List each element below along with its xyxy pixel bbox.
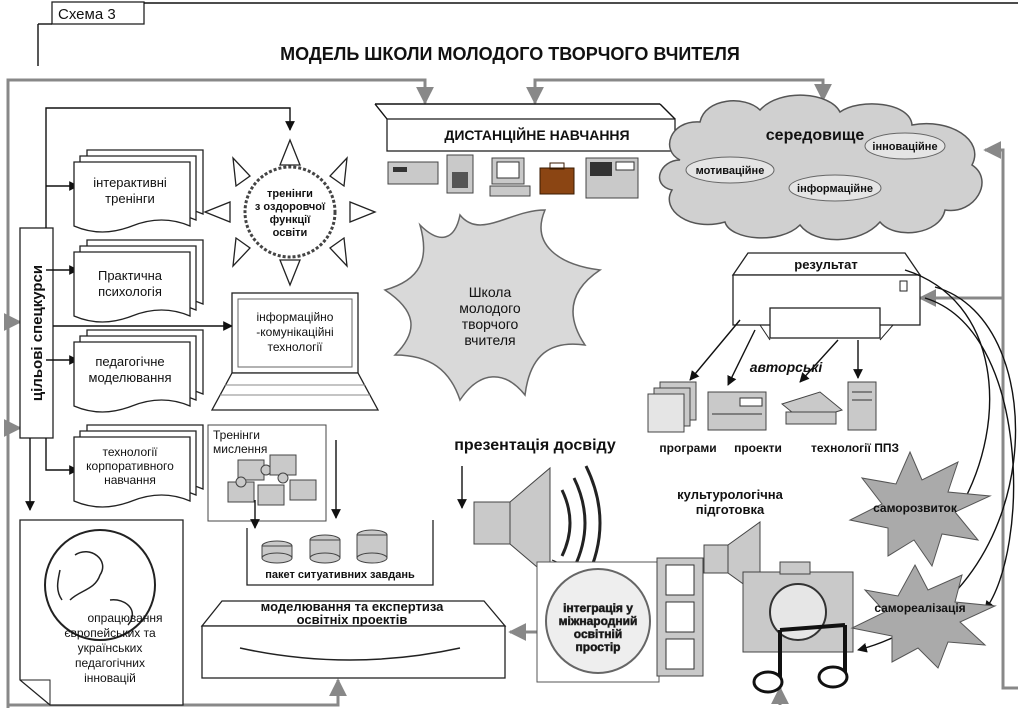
- svg-text:інформаційно: інформаційно: [257, 310, 334, 324]
- svg-text:тренінги: тренінги: [267, 188, 313, 200]
- doc-pedagogical-modeling: педагогічне моделювання: [73, 329, 204, 413]
- situational-tasks-pack: пакет ситуативних завдань: [246, 520, 434, 586]
- svg-text:підготовка: підготовка: [696, 502, 765, 517]
- puzzle-thinking-trainings: Тренінги мислення: [207, 424, 341, 529]
- svg-text:саморозвиток: саморозвиток: [873, 501, 958, 515]
- briefcase-icon: [539, 162, 575, 195]
- telephone-icon: [446, 154, 474, 194]
- doc-interactive-trainings: інтерактивні тренінги: [73, 149, 204, 233]
- svg-text:-комунікаційні: -комунікаційні: [256, 325, 333, 339]
- programs-icon: [647, 381, 697, 433]
- svg-text:інновацій: інновацій: [84, 671, 136, 685]
- svg-text:Тренінги: Тренінги: [213, 428, 260, 442]
- targeted-courses-column: цільові спецкурси: [19, 227, 54, 439]
- self-development-burst: саморозвиток: [848, 450, 992, 568]
- database-icon: [261, 529, 388, 564]
- result-printer: результат: [731, 252, 922, 341]
- laptop-ict: інформаційно -комунікаційні технології: [210, 292, 380, 411]
- svg-text:психологія: психологія: [98, 284, 162, 299]
- svg-text:інтеграція у: інтеграція у: [563, 601, 633, 615]
- svg-text:цільові спецкурси: цільові спецкурси: [29, 265, 46, 401]
- svg-text:інформаційне: інформаційне: [797, 183, 873, 195]
- svg-text:технології: технології: [103, 445, 159, 459]
- svg-text:ДИСТАНЦІЙНЕ НАВЧАННЯ: ДИСТАНЦІЙНЕ НАВЧАННЯ: [444, 126, 629, 143]
- svg-text:опрацювання: опрацювання: [87, 611, 162, 625]
- svg-text:європейських та: європейських та: [64, 626, 156, 640]
- svg-text:культурологічна: культурологічна: [677, 487, 783, 502]
- central-school-star: Школа молодого творчого вчителя: [383, 209, 603, 402]
- svg-text:корпоративного: корпоративного: [86, 459, 174, 473]
- svg-text:навчання: навчання: [104, 473, 156, 487]
- svg-text:технології: технології: [268, 340, 324, 354]
- output-technologies: технології ППЗ: [811, 441, 899, 455]
- svg-text:Схема 3: Схема 3: [58, 6, 116, 23]
- svg-text:педагогічне: педагогічне: [95, 354, 164, 369]
- svg-text:освітніх проектів: освітніх проектів: [297, 612, 408, 627]
- scheme-label: Схема 3: [37, 1, 1018, 66]
- presentation-speaker: презентація досвіду: [454, 437, 616, 581]
- svg-text:функції: функції: [270, 214, 312, 226]
- svg-text:педагогічних: педагогічних: [75, 656, 145, 670]
- svg-text:молодого: молодого: [459, 300, 521, 316]
- svg-text:освітній: освітній: [574, 627, 622, 641]
- svg-text:пакет ситуативних завдань: пакет ситуативних завдань: [265, 569, 415, 581]
- course-connectors: [25, 107, 295, 511]
- music-note-icon: [752, 623, 849, 694]
- computer-icon: [489, 157, 531, 197]
- scanner-icon: [780, 391, 844, 425]
- svg-text:мотиваційне: мотиваційне: [696, 165, 765, 177]
- cultural-training: культурологічна підготовка: [677, 487, 854, 694]
- svg-text:міжнародний: міжнародний: [559, 614, 638, 628]
- modeling-expertise-box: моделювання та експертиза освітніх проек…: [200, 599, 507, 679]
- diagram-title: МОДЕЛЬ ШКОЛИ МОЛОДОГО ТВОРЧОГО ВЧИТЕЛЯ: [280, 44, 740, 64]
- projects-icon: [707, 391, 767, 431]
- integration-globe: інтеграція у міжнародний освітній прості…: [536, 561, 660, 683]
- svg-text:тренінги: тренінги: [105, 191, 155, 206]
- server-icon: [847, 381, 877, 431]
- environment-cloud: середовище мотиваційне інноваційне інфор…: [658, 94, 983, 241]
- svg-text:простір: простір: [576, 640, 621, 654]
- svg-text:освіти: освіти: [273, 227, 308, 239]
- doc-corporate-learning: технології корпоративного навчання: [73, 424, 204, 508]
- puzzle-icon: [227, 454, 317, 506]
- svg-text:інноваційне: інноваційне: [872, 141, 937, 153]
- svg-text:мислення: мислення: [213, 442, 267, 456]
- self-realization-burst: самореалізація: [850, 563, 997, 669]
- svg-text:Школа: Школа: [469, 284, 512, 300]
- globe-innovations-document: опрацювання європейських та українських …: [19, 519, 184, 706]
- svg-text:результат: результат: [794, 257, 857, 272]
- svg-text:з оздоровчої: з оздоровчої: [255, 201, 326, 213]
- output-programs: програми: [659, 441, 716, 455]
- svg-text:Практична: Практична: [98, 268, 163, 283]
- svg-text:моделювання та експертиза: моделювання та експертиза: [261, 599, 445, 614]
- copier-icon: [585, 157, 639, 199]
- doc-practical-psychology: Практична психологія: [73, 239, 204, 323]
- camera-icon: [742, 561, 854, 653]
- author-label: авторські: [750, 359, 824, 375]
- svg-text:середовище: середовище: [766, 127, 865, 144]
- film-strip-icon: [656, 557, 704, 677]
- svg-text:українських: українських: [78, 641, 143, 655]
- svg-text:творчого: творчого: [462, 316, 519, 332]
- svg-text:самореалізація: самореалізація: [874, 601, 965, 615]
- svg-text:моделювання: моделювання: [89, 370, 172, 385]
- output-projects: проекти: [734, 441, 782, 455]
- fax-icon: [387, 161, 439, 185]
- sun-trainings: тренінги з оздоровчої функції освіти: [203, 138, 377, 287]
- svg-text:презентація досвіду: презентація досвіду: [454, 437, 616, 454]
- svg-text:інтерактивні: інтерактивні: [93, 175, 167, 190]
- distance-learning-panel: ДИСТАНЦІЙНЕ НАВЧАННЯ: [374, 103, 676, 152]
- svg-text:вчителя: вчителя: [464, 332, 515, 348]
